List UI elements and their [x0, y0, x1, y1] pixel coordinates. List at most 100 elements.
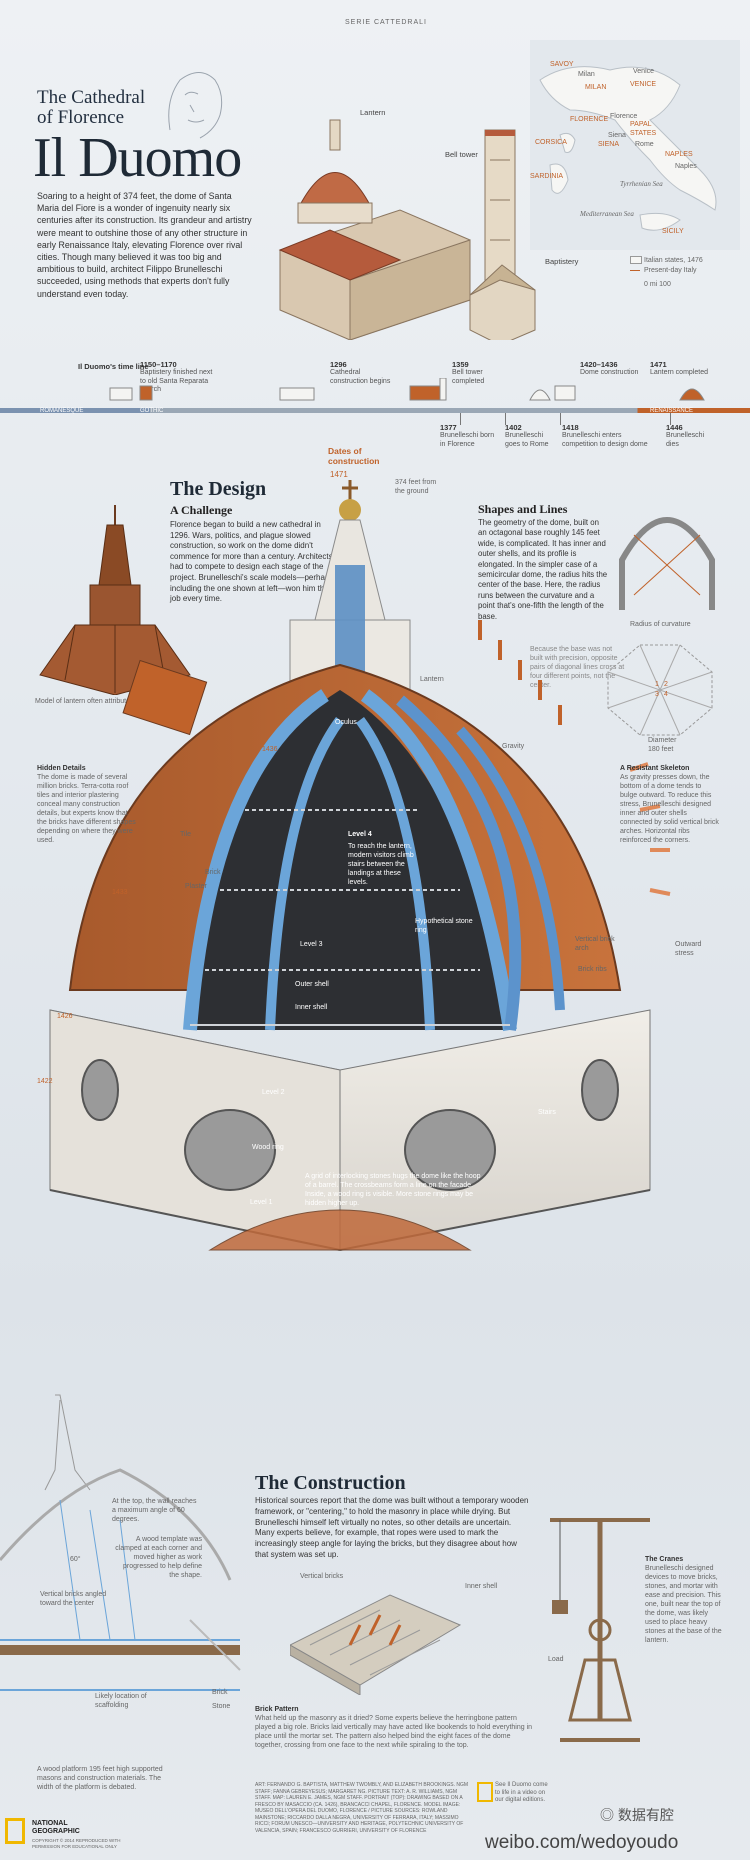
page-title: Il Duomo — [33, 127, 242, 189]
vertical-bricks-label: Vertical bricks — [300, 1573, 344, 1580]
map-sea: Tyrrhenian Sea — [620, 180, 663, 188]
resistant-text: As gravity presses down, the bottom of a… — [620, 774, 719, 844]
construction-text: Historical sources report that the dome … — [255, 1496, 529, 1559]
radius-label: Radius of curvature — [630, 621, 691, 628]
hidden-details-heading: Hidden Details — [37, 765, 86, 772]
template-note: A wood template was clamped at each corn… — [115, 1536, 202, 1579]
italy-map-shape — [530, 40, 740, 250]
map-city: VENICE — [630, 81, 657, 88]
brick-pattern-text: What held up the masonry as it dried? So… — [255, 1715, 533, 1749]
point-label: 2 — [664, 681, 668, 688]
stairs-label: Stairs — [538, 1109, 556, 1116]
shapes-heading: Shapes and Lines — [478, 502, 568, 516]
map-city: SIENA — [598, 141, 620, 148]
diameter-value: 180 feet — [648, 746, 674, 753]
dome-cutaway-illustration — [49, 480, 671, 1251]
brick-label: Brick — [205, 869, 221, 876]
top-angle-note: At the top, the wall reaches a maximum a… — [112, 1498, 197, 1523]
lantern-label: Lantern — [360, 108, 386, 117]
timeline-event: 1471 Lantern completed — [650, 360, 708, 376]
construction-heading: The Construction — [255, 1472, 406, 1494]
level2-label: Level 2 — [262, 1089, 285, 1096]
inner-shell-label-2: Inner shell — [465, 1583, 498, 1590]
resistant-skeleton-block: A Resistant Skeleton As gravity presses … — [620, 764, 720, 845]
legend-states: Italian states, 1476 — [644, 257, 703, 264]
construction-section-diagram — [0, 1394, 241, 1691]
legend-present: Present-day Italy — [644, 267, 697, 274]
model-caption: Model of lantern often attributed to Bru… — [35, 698, 182, 705]
timeline-event-bottom: 1446 Brunelleschi dies — [666, 423, 705, 448]
crane-illustration — [550, 1518, 650, 1742]
era-right: RENAISSANCE — [650, 408, 694, 414]
map-city: FLORENCE — [570, 116, 609, 123]
radius-diagram — [619, 517, 715, 610]
dates-label: Dates of construction — [328, 446, 380, 466]
era-mid: GOTHIC — [140, 408, 164, 414]
map-city: Naples — [675, 163, 697, 170]
title-line-2: of Florence — [37, 107, 125, 128]
map-city: Venice — [633, 68, 655, 75]
outer-shell-label: Outer shell — [295, 981, 329, 988]
timeline-event-bottom: 1418 Brunelleschi enters competition to … — [562, 423, 648, 448]
year-1433: 1433 — [112, 889, 128, 896]
design-heading: The Design — [170, 478, 267, 500]
timeline-building-icons — [109, 378, 705, 401]
lantern-label-dome: Lantern — [420, 676, 444, 683]
angle-label: 60° — [70, 1556, 81, 1563]
design-subheading: A Challenge — [170, 503, 233, 517]
video-note: See Il Duomo come to life in a video on … — [495, 1782, 548, 1803]
title-line-1: The Cathedral — [37, 87, 146, 108]
era-left: ROMANESQUE — [40, 408, 84, 414]
credits-text: ART: FERNANDO G. BAPTISTA, MATTHEW TWOMB… — [255, 1782, 469, 1834]
vertical-bricks-note: Vertical bricks angled toward the center — [40, 1591, 107, 1607]
nat-geo-logo-icon — [5, 1818, 25, 1844]
level4-label: Level 4 — [348, 831, 372, 838]
cathedral-illustration — [278, 119, 536, 340]
oculus-label: Oculus — [335, 719, 357, 726]
hypothetical-ring-label: Hypothetical stone ring — [415, 918, 473, 934]
italy-map: SAVOY Milan Venice MILAN VENICE FLORENCE… — [530, 40, 740, 250]
timeline-event-bottom: 1402 Brunelleschi goes to Rome — [505, 423, 549, 448]
cranes-block: The Cranes Brunelleschi designed devices… — [645, 1555, 725, 1645]
map-city: Milan — [578, 71, 595, 78]
map-city: SAVOY — [550, 61, 574, 68]
load-label: Load — [548, 1656, 564, 1663]
map-city: SARDINIA — [530, 173, 564, 180]
ng-video-icon — [477, 1782, 493, 1802]
copyright-text: COPYRIGHT © 2014 REPRODUCED WITH PERMISS… — [32, 1838, 121, 1849]
timeline-event: 1296 Cathedral construction begins — [330, 360, 391, 385]
resistant-heading: A Resistant Skeleton — [620, 765, 690, 772]
bell-tower-label: Bell tower — [445, 150, 478, 159]
plaster-label: Plaster — [185, 883, 207, 890]
timeline-title: Il Duomo's time line — [78, 362, 149, 371]
cranes-heading: The Cranes — [645, 1556, 684, 1563]
stone-label: Stone — [212, 1703, 231, 1710]
level4-text: To reach the lantern, modern visitors cl… — [348, 843, 414, 886]
hidden-details-block: Hidden Details The dome is made of sever… — [37, 764, 137, 845]
brick-label-2: Brick — [212, 1689, 228, 1696]
legend-states-swatch — [630, 256, 642, 264]
source-tag: SERIE CATTEDRALI — [345, 19, 427, 26]
timeline-event-bottom: 1377 Brunelleschi born in Florence — [440, 423, 495, 448]
vertical-arch-label: Vertical brick arch — [575, 936, 615, 952]
inner-shell-label: Inner shell — [295, 1004, 328, 1011]
tile-label: Tile — [180, 831, 192, 838]
design-text: Florence began to build a new cathedral … — [170, 520, 334, 604]
year-1426: 1426 — [57, 1013, 73, 1020]
map-city: Rome — [635, 141, 654, 148]
cranes-text: Brunelleschi designed devices to move br… — [645, 1565, 722, 1644]
weibo-icon: ◎ — [600, 1807, 618, 1823]
gravity-label: Gravity — [502, 743, 525, 750]
map-city: CORSICA — [535, 139, 567, 146]
ng-logo-text: NATIONAL GEOGRAPHIC — [32, 1820, 80, 1835]
map-scale: 0 mi 100 — [644, 281, 671, 288]
weibo-url[interactable]: weibo.com/wedoyoudo — [485, 1832, 679, 1853]
brick-pattern-block: Brick Pattern What held up the masonry a… — [255, 1705, 535, 1750]
map-city: SICILY — [662, 228, 684, 235]
grid-text: A grid of interlocking stones hugs the d… — [305, 1173, 481, 1207]
brick-pattern-heading: Brick Pattern — [255, 1706, 299, 1713]
point-label: 3 — [655, 691, 659, 698]
legend-present-swatch — [630, 270, 640, 271]
brick-ribs-label: Brick ribs — [578, 966, 607, 973]
